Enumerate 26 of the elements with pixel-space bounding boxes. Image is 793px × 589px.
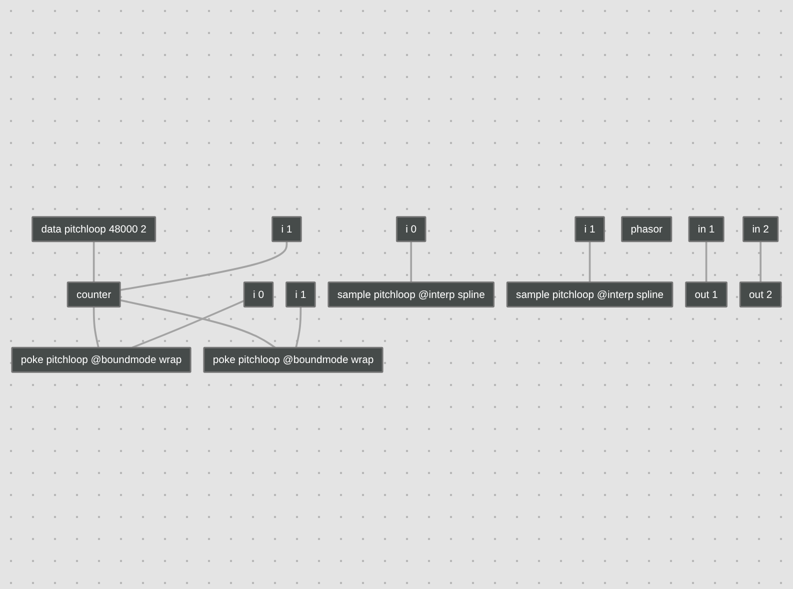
node-box: sample pitchloop @interp spline <box>328 282 494 308</box>
node-box: i 1 <box>286 282 316 308</box>
node-box: in 1 <box>688 216 724 242</box>
connector <box>410 241 412 282</box>
node-box: poke pitchloop @boundmode wrap <box>11 346 192 373</box>
connector <box>120 241 288 291</box>
connector <box>588 241 591 282</box>
connector <box>295 306 302 348</box>
connector <box>705 241 708 282</box>
node-box: out 1 <box>685 282 728 308</box>
node-box: poke pitchloop @boundmode wrap <box>203 346 384 373</box>
connector <box>120 299 276 348</box>
node-box: counter <box>66 282 121 308</box>
node-box: phasor <box>621 216 672 242</box>
node-box: sample pitchloop @interp spline <box>506 282 674 308</box>
node-box: i 1 <box>574 216 605 242</box>
node-box: out 2 <box>739 282 782 308</box>
connector <box>92 306 100 348</box>
node-box: i 0 <box>243 282 274 308</box>
node-box: data pitchloop 48000 2 <box>32 216 156 242</box>
connector <box>92 241 95 282</box>
node-box: in 2 <box>742 216 779 242</box>
connector <box>132 300 244 348</box>
connector <box>760 241 762 282</box>
node-box: i 1 <box>272 216 302 242</box>
node-box: i 0 <box>396 216 426 242</box>
